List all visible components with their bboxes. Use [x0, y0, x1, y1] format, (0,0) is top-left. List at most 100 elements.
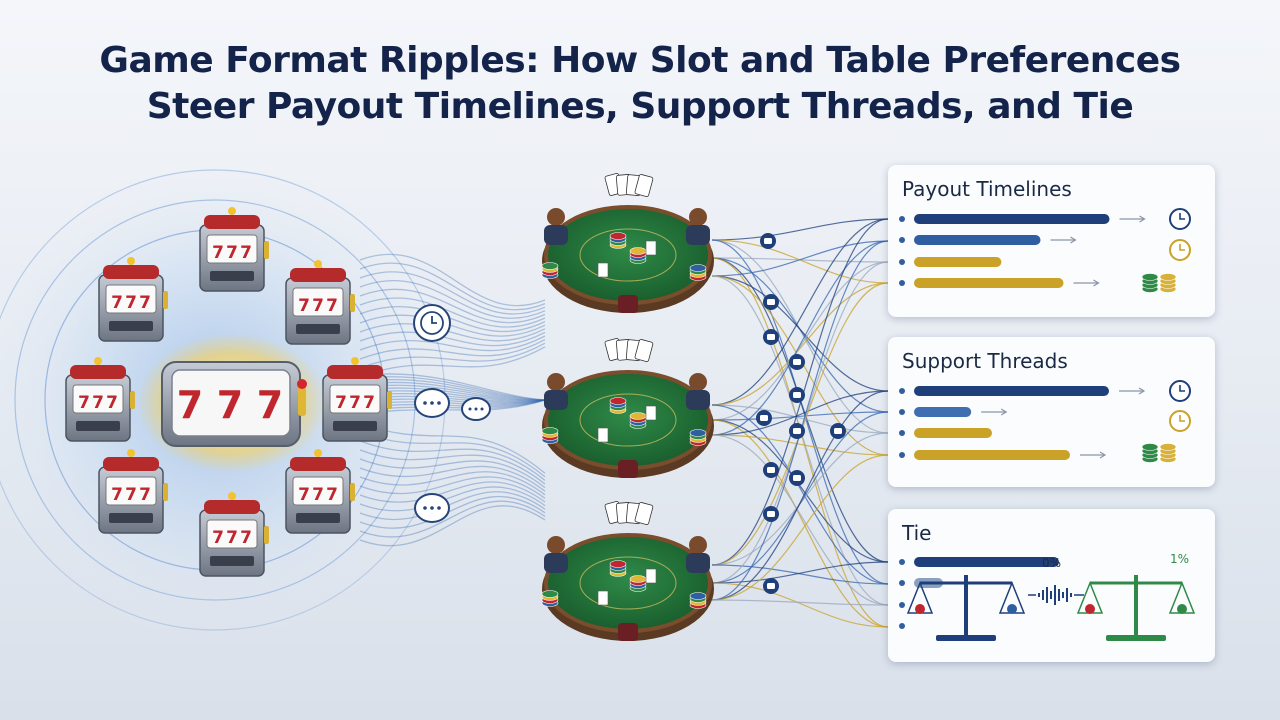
slot-reel: 7: [139, 293, 151, 313]
chat-node-icon: [789, 423, 805, 439]
bar-bullet: [899, 280, 905, 286]
slot-reel: 7: [125, 293, 137, 313]
bar-bullet: [899, 580, 905, 586]
table-to-panel-connectors: [711, 218, 889, 628]
chat-node-icon: [830, 423, 846, 439]
bar-bullet: [899, 388, 905, 394]
bar-bullet: [899, 216, 905, 222]
clock-icon: [1169, 208, 1191, 230]
metric-bar: [914, 428, 992, 438]
metric-bar: [914, 386, 1109, 396]
slot-reel: 7: [326, 296, 338, 316]
page-title: Game Format Ripples: How Slot and Table …: [0, 38, 1280, 130]
metric-bar: [914, 557, 1059, 567]
metric-bar: [914, 235, 1041, 245]
bar-bullet: [899, 259, 905, 265]
chip-stack-icon: [1141, 273, 1177, 293]
slot-reel: 7: [78, 393, 90, 413]
support-threads-panel: Support Threads: [888, 337, 1215, 487]
featured-reel-2: 7: [217, 383, 243, 427]
clock-icon: [1169, 239, 1191, 261]
slot-reel: 7: [139, 485, 151, 505]
title-line-1: Game Format Ripples: How Slot and Table …: [99, 40, 1181, 81]
slot-reel: 7: [111, 293, 123, 313]
support-threads-bars: [899, 380, 1191, 463]
metric-bar: [914, 450, 1070, 460]
chat-node-icon: [789, 470, 805, 486]
tie-panel: Tie 0% 1%: [888, 509, 1215, 662]
balance-scale-icon: [1076, 575, 1196, 641]
slot-reel: 7: [92, 393, 104, 413]
featured-reel-1: 7: [177, 383, 203, 427]
tie-percent-left: 0%: [1042, 556, 1061, 570]
clock-icon: [1169, 410, 1191, 432]
slot-reel: 7: [312, 485, 324, 505]
slot-reel: 7: [240, 243, 252, 263]
chat-node-icon: [789, 354, 805, 370]
metric-bar: [914, 214, 1110, 224]
metric-bar: [914, 407, 972, 417]
chat-bubbles-icon: [414, 388, 491, 421]
card-table: [541, 173, 714, 313]
slot-reel: 7: [312, 296, 324, 316]
chat-bubble-icon: [414, 493, 450, 523]
slot-reel: 7: [240, 528, 252, 548]
chat-node-icon: [789, 387, 805, 403]
card-table: [541, 501, 714, 641]
slot-reel: 7: [363, 393, 375, 413]
slot-reel: 7: [335, 393, 347, 413]
connector-nodes: [756, 233, 846, 594]
bar-bullet: [899, 430, 905, 436]
featured-reel-3: 7: [257, 383, 283, 427]
slot-reel: 7: [125, 485, 137, 505]
slot-reel: 7: [212, 243, 224, 263]
tie-percent-right: 1%: [1170, 552, 1189, 566]
card-table: [541, 338, 714, 478]
slot-reel: 7: [226, 528, 238, 548]
bar-bullet: [899, 237, 905, 243]
payout-timelines-panel: Payout Timelines: [888, 165, 1215, 317]
chat-node-icon: [763, 329, 779, 345]
metric-bar: [914, 257, 1002, 267]
title-line-2: Steer Payout Timelines, Support Threads,…: [146, 86, 1134, 127]
support-threads-title: Support Threads: [902, 349, 1068, 373]
slot-reel: 7: [106, 393, 118, 413]
chat-node-icon: [760, 233, 776, 249]
chat-node-icon: [763, 294, 779, 310]
tie-bars: 0% 1%: [899, 552, 1196, 641]
tie-title: Tie: [902, 521, 932, 545]
featured-slot-machine: 7 7 7: [137, 333, 327, 473]
bar-bullet: [899, 409, 905, 415]
balance-scale-icon: [906, 575, 1026, 641]
payout-timelines-title: Payout Timelines: [902, 177, 1072, 201]
bar-bullet: [899, 623, 905, 629]
slot-reel: 7: [212, 528, 224, 548]
bar-bullet: [899, 559, 905, 565]
slot-reel: 7: [226, 243, 238, 263]
slot-reel: 7: [298, 296, 310, 316]
metric-bar: [914, 278, 1064, 288]
slot-reel: 7: [298, 485, 310, 505]
bar-bullet: [899, 602, 905, 608]
payout-timelines-bars: [899, 208, 1191, 293]
slot-reel: 7: [111, 485, 123, 505]
clock-icon: [413, 304, 451, 342]
clock-icon: [1169, 380, 1191, 402]
chat-node-icon: [756, 410, 772, 426]
chip-stack-icon: [1141, 443, 1177, 463]
chat-node-icon: [763, 506, 779, 522]
chat-node-icon: [763, 462, 779, 478]
table-games-column: [541, 173, 714, 641]
slot-reel: 7: [326, 485, 338, 505]
chat-node-icon: [763, 578, 779, 594]
